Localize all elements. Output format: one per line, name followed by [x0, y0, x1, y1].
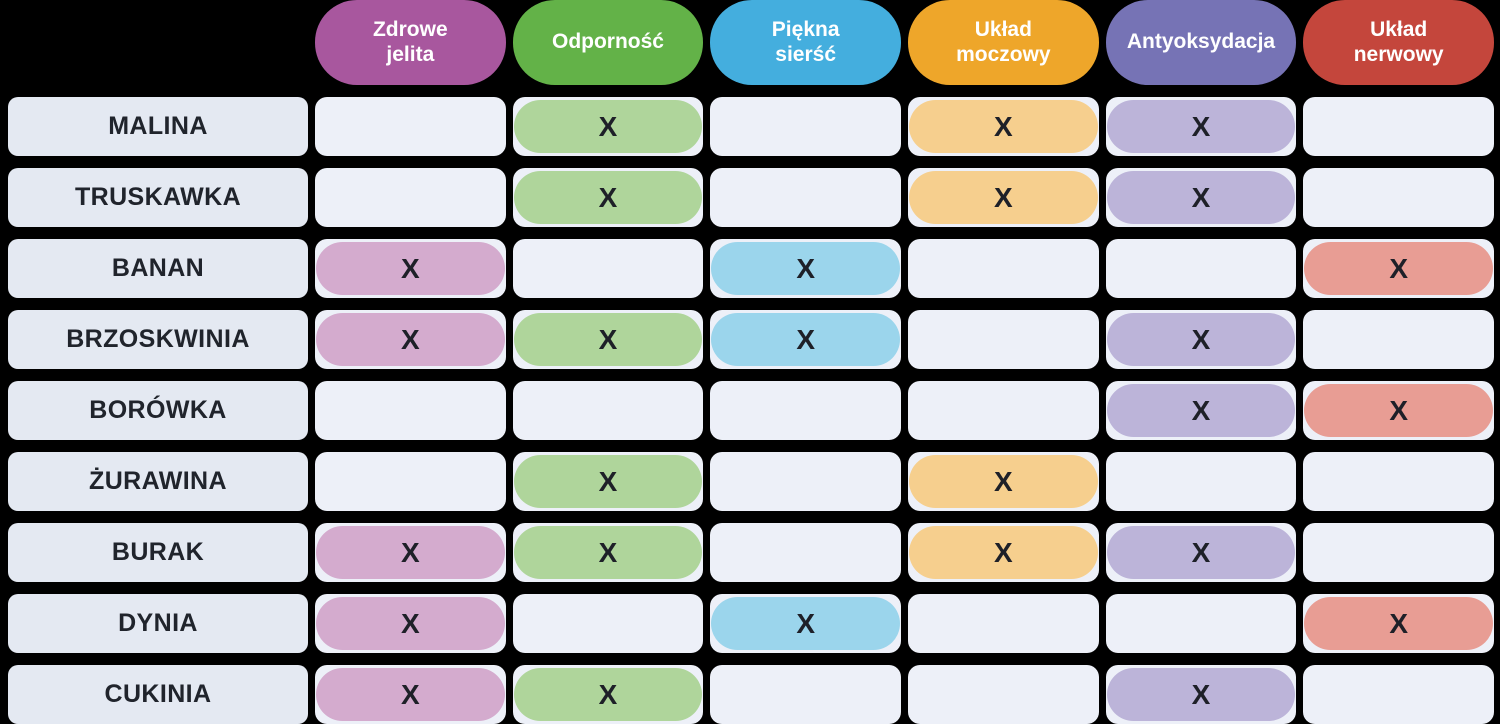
- cell-zurawina-zdrowe-jelita: [315, 452, 506, 511]
- cell-cukinia-uklad-nerwowy: [1303, 665, 1494, 724]
- benefit-mark: X: [711, 597, 900, 650]
- benefit-mark: X: [316, 668, 505, 721]
- cell-malina-uklad-moczowy: X: [908, 97, 1099, 156]
- benefit-mark: X: [513, 668, 703, 721]
- cell-brzoskwinia-uklad-nerwowy: [1303, 310, 1494, 369]
- row-label-banan: BANAN: [8, 239, 308, 298]
- benefit-mark: X: [1106, 313, 1296, 366]
- row-label-dynia: DYNIA: [8, 594, 308, 653]
- cell-brzoskwinia-odpornosc: X: [512, 310, 704, 369]
- cell-burak-uklad-nerwowy: [1303, 523, 1494, 582]
- cell-brzoskwinia-antyoksydacja: X: [1105, 310, 1297, 369]
- cell-truskawka-uklad-moczowy: X: [908, 168, 1099, 227]
- benefit-mark: X: [711, 242, 900, 295]
- cell-burak-piekna-siersc: [710, 523, 901, 582]
- benefit-mark: X: [909, 100, 1098, 153]
- benefit-mark: X: [513, 313, 703, 366]
- cell-banan-uklad-moczowy: [908, 239, 1099, 298]
- cell-dynia-uklad-nerwowy: X: [1303, 594, 1494, 653]
- cell-malina-piekna-siersc: [710, 97, 901, 156]
- cell-brzoskwinia-piekna-siersc: X: [710, 310, 901, 369]
- row-label-borowka: BORÓWKA: [8, 381, 308, 440]
- row-label-truskawka: TRUSKAWKA: [8, 168, 308, 227]
- cell-dynia-antyoksydacja: [1105, 594, 1297, 653]
- benefit-mark: X: [1304, 597, 1493, 650]
- cell-burak-odpornosc: X: [512, 523, 704, 582]
- column-header-odpornosc: Odporność: [512, 0, 704, 85]
- cell-burak-antyoksydacja: X: [1105, 523, 1297, 582]
- benefit-mark: X: [1106, 526, 1296, 579]
- cell-banan-antyoksydacja: [1105, 239, 1297, 298]
- cell-cukinia-odpornosc: X: [512, 665, 704, 724]
- benefit-mark: X: [316, 597, 505, 650]
- row-label-malina: MALINA: [8, 97, 308, 156]
- cell-cukinia-uklad-moczowy: [908, 665, 1099, 724]
- benefit-mark: X: [909, 526, 1098, 579]
- cell-banan-zdrowe-jelita: X: [315, 239, 506, 298]
- row-label-zurawina: ŻURAWINA: [8, 452, 308, 511]
- cell-borowka-zdrowe-jelita: [315, 381, 506, 440]
- cell-malina-odpornosc: X: [512, 97, 704, 156]
- cell-truskawka-piekna-siersc: [710, 168, 901, 227]
- cell-truskawka-zdrowe-jelita: [315, 168, 506, 227]
- cell-malina-antyoksydacja: X: [1105, 97, 1297, 156]
- cell-borowka-uklad-nerwowy: X: [1303, 381, 1494, 440]
- cell-burak-zdrowe-jelita: X: [315, 523, 506, 582]
- column-header-uklad-nerwowy: Układ nerwowy: [1303, 0, 1494, 85]
- cell-banan-piekna-siersc: X: [710, 239, 901, 298]
- cell-borowka-odpornosc: [512, 381, 704, 440]
- benefit-mark: X: [1304, 242, 1493, 295]
- cell-truskawka-antyoksydacja: X: [1105, 168, 1297, 227]
- benefit-mark: X: [1106, 668, 1296, 721]
- column-header-uklad-moczowy: Układ moczowy: [908, 0, 1099, 85]
- cell-cukinia-piekna-siersc: [710, 665, 901, 724]
- column-header-zdrowe-jelita: Zdrowe jelita: [315, 0, 506, 85]
- cell-zurawina-antyoksydacja: [1105, 452, 1297, 511]
- benefit-mark: X: [1106, 384, 1296, 437]
- cell-dynia-uklad-moczowy: [908, 594, 1099, 653]
- cell-banan-odpornosc: [512, 239, 704, 298]
- cell-borowka-piekna-siersc: [710, 381, 901, 440]
- cell-dynia-zdrowe-jelita: X: [315, 594, 506, 653]
- cell-dynia-odpornosc: [512, 594, 704, 653]
- benefit-mark: X: [316, 526, 505, 579]
- column-header-antyoksydacja: Antyoksydacja: [1105, 0, 1297, 85]
- cell-cukinia-antyoksydacja: X: [1105, 665, 1297, 724]
- row-label-cukinia: CUKINIA: [8, 665, 308, 724]
- benefit-mark: X: [513, 171, 703, 224]
- cell-malina-zdrowe-jelita: [315, 97, 506, 156]
- cell-malina-uklad-nerwowy: [1303, 97, 1494, 156]
- benefit-mark: X: [909, 455, 1098, 508]
- benefit-mark: X: [513, 526, 703, 579]
- cell-zurawina-uklad-nerwowy: [1303, 452, 1494, 511]
- cell-banan-uklad-nerwowy: X: [1303, 239, 1494, 298]
- row-label-burak: BURAK: [8, 523, 308, 582]
- cell-cukinia-zdrowe-jelita: X: [315, 665, 506, 724]
- cell-brzoskwinia-zdrowe-jelita: X: [315, 310, 506, 369]
- column-header-piekna-siersc: Piękna sierść: [710, 0, 901, 85]
- benefit-mark: X: [1304, 384, 1493, 437]
- benefit-mark: X: [513, 100, 703, 153]
- cell-burak-uklad-moczowy: X: [908, 523, 1099, 582]
- cell-zurawina-piekna-siersc: [710, 452, 901, 511]
- cell-borowka-uklad-moczowy: [908, 381, 1099, 440]
- corner-spacer: [8, 0, 308, 85]
- benefit-mark: X: [513, 455, 703, 508]
- cell-zurawina-uklad-moczowy: X: [908, 452, 1099, 511]
- cell-brzoskwinia-uklad-moczowy: [908, 310, 1099, 369]
- benefit-mark: X: [909, 171, 1098, 224]
- benefit-mark: X: [316, 313, 505, 366]
- benefit-mark: X: [316, 242, 505, 295]
- benefit-mark: X: [1106, 171, 1296, 224]
- row-label-brzoskwinia: BRZOSKWINIA: [8, 310, 308, 369]
- cell-borowka-antyoksydacja: X: [1105, 381, 1297, 440]
- cell-zurawina-odpornosc: X: [512, 452, 704, 511]
- cell-truskawka-odpornosc: X: [512, 168, 704, 227]
- benefit-mark: X: [1106, 100, 1296, 153]
- benefit-mark: X: [711, 313, 900, 366]
- cell-truskawka-uklad-nerwowy: [1303, 168, 1494, 227]
- cell-dynia-piekna-siersc: X: [710, 594, 901, 653]
